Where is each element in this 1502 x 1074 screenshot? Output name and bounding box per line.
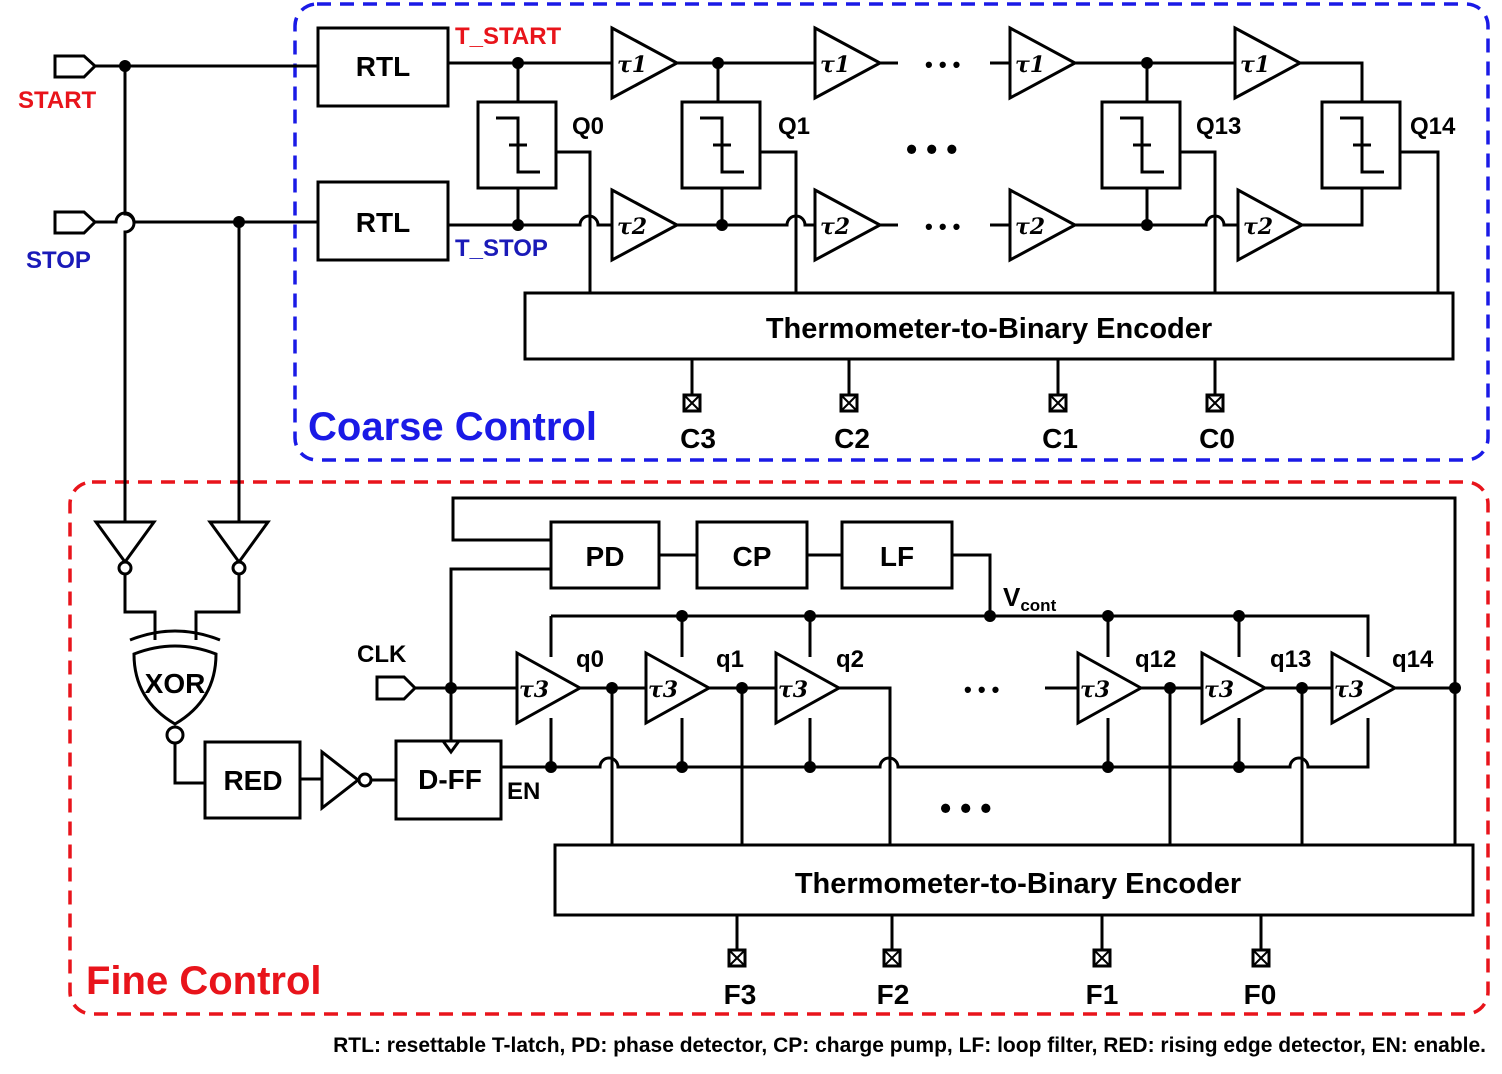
- tau1-buffer: τ1: [610, 25, 681, 101]
- svg-text:τ1: τ1: [617, 52, 647, 78]
- output-pin-c1: [1048, 359, 1068, 413]
- tau3-buffer: τ3: [774, 650, 843, 726]
- cp-label: CP: [733, 541, 772, 572]
- c0-label: C0: [1199, 423, 1235, 454]
- tau3-buffer: τ3: [644, 650, 713, 726]
- tau3-buffer: τ3: [515, 650, 584, 726]
- q13-label: Q13: [1196, 113, 1241, 140]
- start-inverter: [93, 520, 157, 576]
- clk-label: CLK: [357, 641, 407, 668]
- start-port: [53, 54, 98, 79]
- t-stop-label: T_STOP: [455, 235, 548, 262]
- output-pin-c2: [839, 359, 859, 413]
- fine-encoder: [553, 843, 1475, 917]
- tau2-buffer: τ2: [813, 187, 884, 263]
- tau3-buffer: τ3: [1076, 650, 1145, 726]
- fq2-label: q2: [836, 646, 864, 673]
- clk-port: [375, 675, 418, 701]
- tau3-buffer: τ3: [1330, 650, 1399, 726]
- rtl-start-label: RTL: [356, 51, 410, 82]
- output-pin-f0: [1251, 915, 1271, 968]
- dff-label: D-FF: [418, 764, 482, 795]
- dff-box: [394, 739, 503, 821]
- ellipsis: • • •: [964, 677, 999, 702]
- svg-text:τ1: τ1: [1015, 52, 1045, 78]
- svg-text:τ2: τ2: [1015, 214, 1045, 240]
- svg-text:τ3: τ3: [519, 677, 549, 703]
- rtl-start-box: [316, 26, 450, 108]
- c3-label: C3: [680, 423, 716, 454]
- tau1-buffer: τ1: [1233, 25, 1304, 101]
- output-pin-f3: [727, 915, 747, 968]
- fq14-label: q14: [1392, 646, 1434, 673]
- vcont-label: Vcont: [1003, 582, 1057, 615]
- fq1-label: q1: [716, 646, 744, 673]
- svg-text:τ2: τ2: [1243, 214, 1273, 240]
- svg-text:τ3: τ3: [1204, 677, 1234, 703]
- c1-label: C1: [1042, 423, 1078, 454]
- red-box: [203, 740, 302, 820]
- coarse-encoder: [523, 291, 1455, 361]
- stop-inverter: [207, 520, 271, 576]
- svg-text:τ2: τ2: [617, 214, 647, 240]
- fine-control-title: Fine Control: [86, 959, 322, 1003]
- rtl-stop-label: RTL: [356, 207, 410, 238]
- ellipsis: • • •: [925, 52, 960, 77]
- f1-label: F1: [1086, 979, 1119, 1010]
- svg-text:τ1: τ1: [820, 52, 850, 78]
- stop-port: [53, 210, 98, 235]
- svg-text:τ3: τ3: [1334, 677, 1364, 703]
- svg-text:XOR: XOR: [145, 668, 206, 699]
- output-pin-f1: [1092, 915, 1112, 968]
- q1-label: Q1: [778, 113, 810, 140]
- svg-text:τ3: τ3: [1080, 677, 1110, 703]
- q0-label: Q0: [572, 113, 604, 140]
- fq0-label: q0: [576, 646, 604, 673]
- tau2-buffer: τ2: [610, 187, 681, 263]
- en-label: EN: [507, 778, 540, 805]
- caption: RTL: resettable T-latch, PD: phase detec…: [333, 1034, 1486, 1057]
- f3-label: F3: [724, 979, 757, 1010]
- coarse-control-region: [293, 2, 1490, 462]
- f0-label: F0: [1244, 979, 1277, 1010]
- tau1-buffer: τ1: [1008, 25, 1079, 101]
- output-pin-c3: [682, 359, 702, 413]
- rtl-stop-box: [316, 180, 450, 262]
- q14-label: Q14: [1410, 113, 1456, 140]
- fq13-label: q13: [1270, 646, 1311, 673]
- start-label: START: [18, 87, 97, 114]
- ellipsis: • • •: [925, 214, 960, 239]
- output-pin-f2: [882, 915, 902, 968]
- stop-label: STOP: [26, 247, 91, 274]
- tau2-buffer: τ2: [1008, 187, 1079, 263]
- svg-text:τ2: τ2: [820, 214, 850, 240]
- svg-text:τ3: τ3: [778, 677, 808, 703]
- tau3-buffer: τ3: [1200, 650, 1269, 726]
- fq12-label: q12: [1135, 646, 1176, 673]
- xor-gate: XOR: [129, 629, 221, 745]
- f2-label: F2: [877, 979, 910, 1010]
- red-label: RED: [223, 765, 282, 796]
- t-start-label: T_START: [455, 23, 562, 50]
- output-pin-c0: [1205, 359, 1225, 413]
- coarse-control-title: Coarse Control: [308, 405, 597, 449]
- ellipsis-large: • • •: [940, 790, 991, 826]
- coarse-encoder-label: Thermometer-to-Binary Encoder: [766, 313, 1212, 345]
- tau1-buffer: τ1: [813, 25, 884, 101]
- lf-label: LF: [880, 541, 914, 572]
- pd-label: PD: [586, 541, 625, 572]
- svg-text:τ3: τ3: [648, 677, 678, 703]
- c2-label: C2: [834, 423, 870, 454]
- svg-text:τ1: τ1: [1240, 52, 1270, 78]
- fine-encoder-label: Thermometer-to-Binary Encoder: [795, 868, 1241, 900]
- ellipsis-large: • • •: [906, 131, 957, 167]
- en-inverter: [320, 748, 373, 812]
- tau2-buffer: τ2: [1236, 187, 1306, 263]
